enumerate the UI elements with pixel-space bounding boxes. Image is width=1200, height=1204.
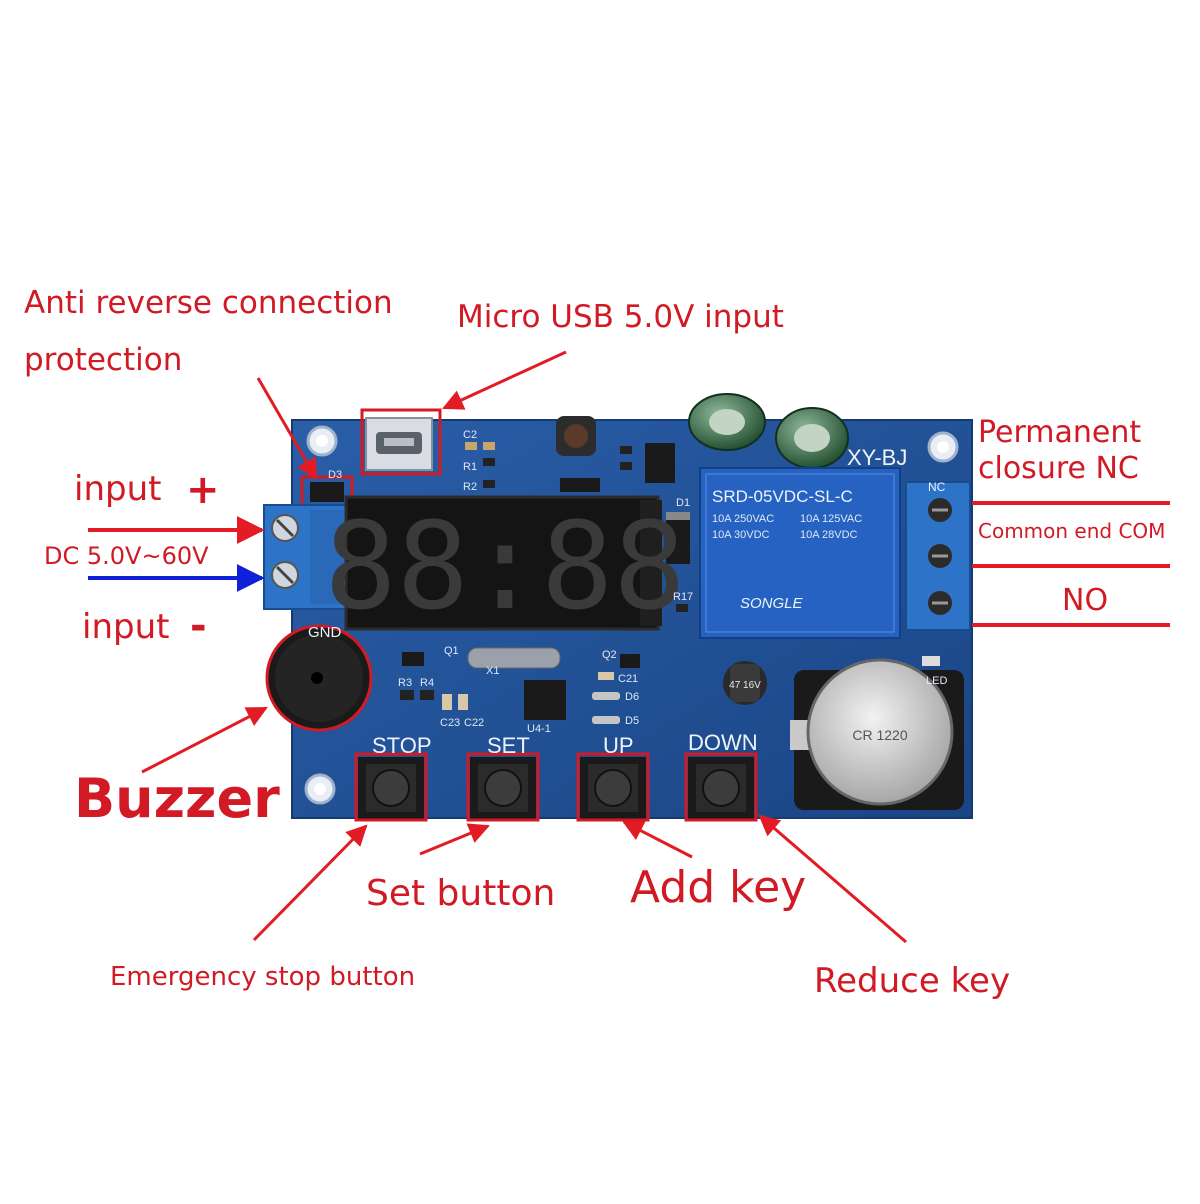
stop-label: STOP: [372, 733, 432, 758]
usb-arrow: [442, 350, 567, 410]
q2-label: Q2: [602, 649, 617, 661]
annotation-arrows: [88, 350, 1170, 944]
stop-button: [354, 752, 428, 822]
down-label: DOWN: [688, 730, 758, 755]
c2-label: C2: [463, 429, 477, 441]
d6-label: D6: [625, 691, 639, 703]
small-capacitor: [723, 661, 767, 705]
permanent-label-line1: Permanent: [978, 415, 1142, 450]
r2-label: R2: [463, 481, 477, 493]
relay-rating-2: 10A 125VAC: [800, 513, 862, 525]
smd-components-bottom: [400, 647, 940, 724]
q1-label: Q1: [444, 645, 459, 657]
anti-reverse-label-line1: Anti reverse connection: [24, 285, 393, 321]
x1-label: X1: [486, 665, 499, 677]
tactile-buttons: [354, 752, 758, 822]
anti-reverse-label-line2: protection: [24, 342, 183, 378]
nc-pin-label: NC: [928, 480, 946, 494]
display-digits: 88:88: [324, 498, 685, 637]
relay-rating-3: 10A 30VDC: [712, 529, 770, 541]
relay-brand: SONGLE: [740, 595, 804, 612]
rtc-battery-holder: [790, 658, 964, 810]
power-terminal-block: [263, 504, 347, 610]
u41-label: U4-1: [527, 723, 551, 735]
add-key-arrow: [622, 820, 693, 859]
down-button: [684, 752, 758, 822]
set-button: [466, 752, 540, 822]
d3-label: D3: [328, 469, 342, 481]
input-minus-label: input: [82, 607, 170, 647]
relay-terminal-block: [905, 481, 971, 631]
seven-segment-display: [344, 495, 662, 631]
c23-label: C23: [440, 717, 460, 729]
electrolytic-capacitors: [688, 393, 849, 469]
c21-label: C21: [618, 673, 638, 685]
set-button-label: Set button: [366, 873, 556, 914]
battery-label: CR 1220: [852, 727, 907, 743]
buzzer-label: Buzzer: [74, 767, 280, 830]
d5-label: D5: [625, 715, 639, 727]
add-key-label: Add key: [630, 862, 807, 913]
micro-usb-port: [365, 417, 433, 471]
relay: [699, 467, 901, 639]
mounting-holes: [304, 425, 959, 805]
plus-sign: +: [186, 467, 220, 513]
d1-label: D1: [676, 497, 690, 509]
d1-diode: [666, 512, 690, 612]
input-plus-label: input: [74, 469, 162, 509]
r3-label: R3: [398, 677, 412, 689]
relay-model: SRD-05VDC-SL-C: [712, 487, 853, 506]
inductor: [556, 416, 596, 456]
r1-label: R1: [463, 461, 477, 473]
common-end-label: Common end COM: [978, 519, 1166, 543]
r4-label: R4: [420, 677, 434, 689]
set-button-arrow: [419, 823, 490, 856]
board-model: XY-BJ: [847, 445, 907, 470]
emergency-stop-arrow: [252, 824, 368, 942]
relay-rating-1: 10A 250VAC: [712, 513, 774, 525]
buzzer-arrow: [141, 706, 268, 774]
reduce-key-arrow: [758, 814, 907, 944]
micro-usb-label: Micro USB 5.0V input: [457, 299, 784, 335]
up-label: UP: [603, 733, 634, 758]
dc-range-label: DC 5.0V~60V: [44, 542, 209, 570]
reduce-key-label: Reduce key: [814, 961, 1011, 1001]
set-label: SET: [487, 733, 530, 758]
minus-sign: -: [190, 603, 207, 649]
capacitor-label: 47 16V: [729, 680, 761, 691]
usb-highlight-box: [360, 408, 442, 476]
silkscreen-text: XY-BJ GND STOP SET UP DOWN 88:88 SRD-05V…: [308, 429, 947, 758]
up-button: [576, 752, 650, 822]
c22-label: C22: [464, 717, 484, 729]
relay-rating-4: 10A 28VDC: [800, 529, 858, 541]
r17-label: R17: [673, 591, 693, 603]
permanent-label-line2: closure NC: [978, 451, 1139, 486]
gnd-label: GND: [308, 624, 342, 641]
no-label: NO: [1062, 583, 1109, 618]
smd-components-top: [465, 442, 675, 492]
led-label: LED: [926, 675, 947, 687]
emergency-stop-label: Emergency stop button: [110, 962, 416, 992]
buzzer: [265, 624, 373, 732]
anti-reverse-arrow: [256, 377, 318, 480]
